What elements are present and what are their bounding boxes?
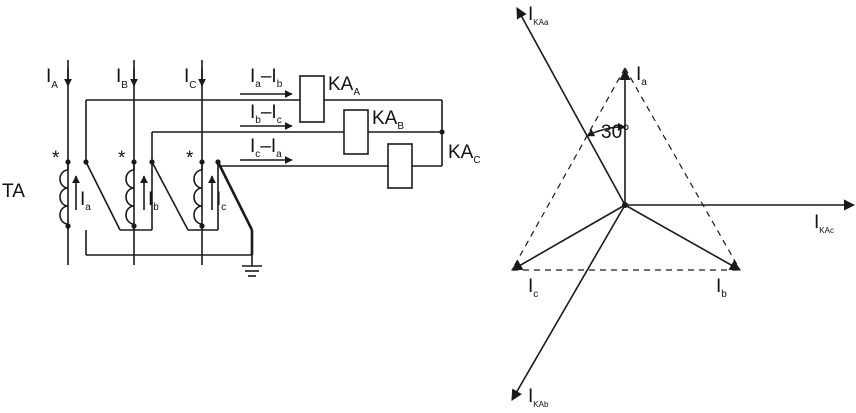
polarity-mark-b: * [118, 148, 126, 169]
phase-b-current-label: IB [116, 66, 128, 91]
ta-label: TA [2, 181, 25, 202]
junction-dot [131, 223, 137, 229]
phasor-origin [622, 202, 628, 208]
phasor-ib-label: Ib [716, 276, 727, 300]
difference-current-label-ka-c: Ic–Ia [250, 136, 282, 160]
difference-current-ka-c: Ic–Ia [240, 136, 293, 164]
circuit-diagram: IA IB IC TA * * * Ia Ib Ic [2, 60, 481, 277]
phase-a-current-label: IA [46, 66, 58, 91]
relay-coil-ka-c [387, 143, 413, 189]
polarity-mark-c: * [186, 148, 194, 169]
delta-wiring [85, 99, 443, 256]
ct-coil-b [125, 162, 135, 230]
relay-label-ka-b: KAB [372, 108, 404, 132]
junction-dot [215, 159, 221, 165]
junction-dot [65, 159, 71, 165]
polarity-mark-a: * [52, 148, 60, 169]
phasor-ic-label: Ic [528, 276, 538, 300]
phasor-ikac-label: IKAc [814, 212, 834, 235]
difference-current-ka-b: Ib–Ic [240, 102, 293, 130]
secondary-current-a-label: Ia [80, 189, 91, 213]
phase-c-current-label: IC [184, 66, 197, 91]
relay-label-ka-c: KAC [448, 142, 481, 166]
ct-coil-a [59, 162, 69, 230]
junction-dot [65, 223, 71, 229]
junction-dot [83, 159, 89, 165]
phasor-ikab-label: IKAb [528, 386, 549, 408]
junction-dot [199, 159, 205, 165]
junction-dot [199, 223, 205, 229]
relay-coil-ka-a [299, 75, 325, 123]
junction-dot [131, 159, 137, 165]
difference-current-ka-a: Ia–Ib [240, 66, 293, 98]
ct-coil-c [193, 162, 203, 230]
phasor-diagram: 30° Ia Ib Ic IKAa IKAb IKAc [511, 4, 856, 409]
phasor-ia-label: Ia [636, 64, 647, 88]
angle-arc-30 [586, 122, 626, 137]
phasor-ikaa [516, 7, 626, 206]
junction-dot [149, 159, 155, 165]
phasor-ic [511, 204, 626, 271]
relay-coil-ka-b [343, 109, 369, 155]
junction-dot [439, 129, 445, 135]
difference-current-label-ka-b: Ib–Ic [250, 102, 282, 126]
secondary-current-b-label: Ib [148, 189, 159, 213]
dashed-edge-a-b [624, 67, 741, 271]
difference-current-label-ka-a: Ia–Ib [250, 66, 283, 90]
ground-symbol [242, 255, 262, 277]
phasor-ib [624, 204, 741, 271]
relay-label-ka-a: KAA [328, 74, 360, 98]
phasor-ikaa-label: IKAa [528, 4, 549, 27]
phasor-ikab [511, 204, 626, 401]
angle-label: 30° [601, 122, 630, 143]
dashed-edge-a-c [511, 67, 626, 271]
